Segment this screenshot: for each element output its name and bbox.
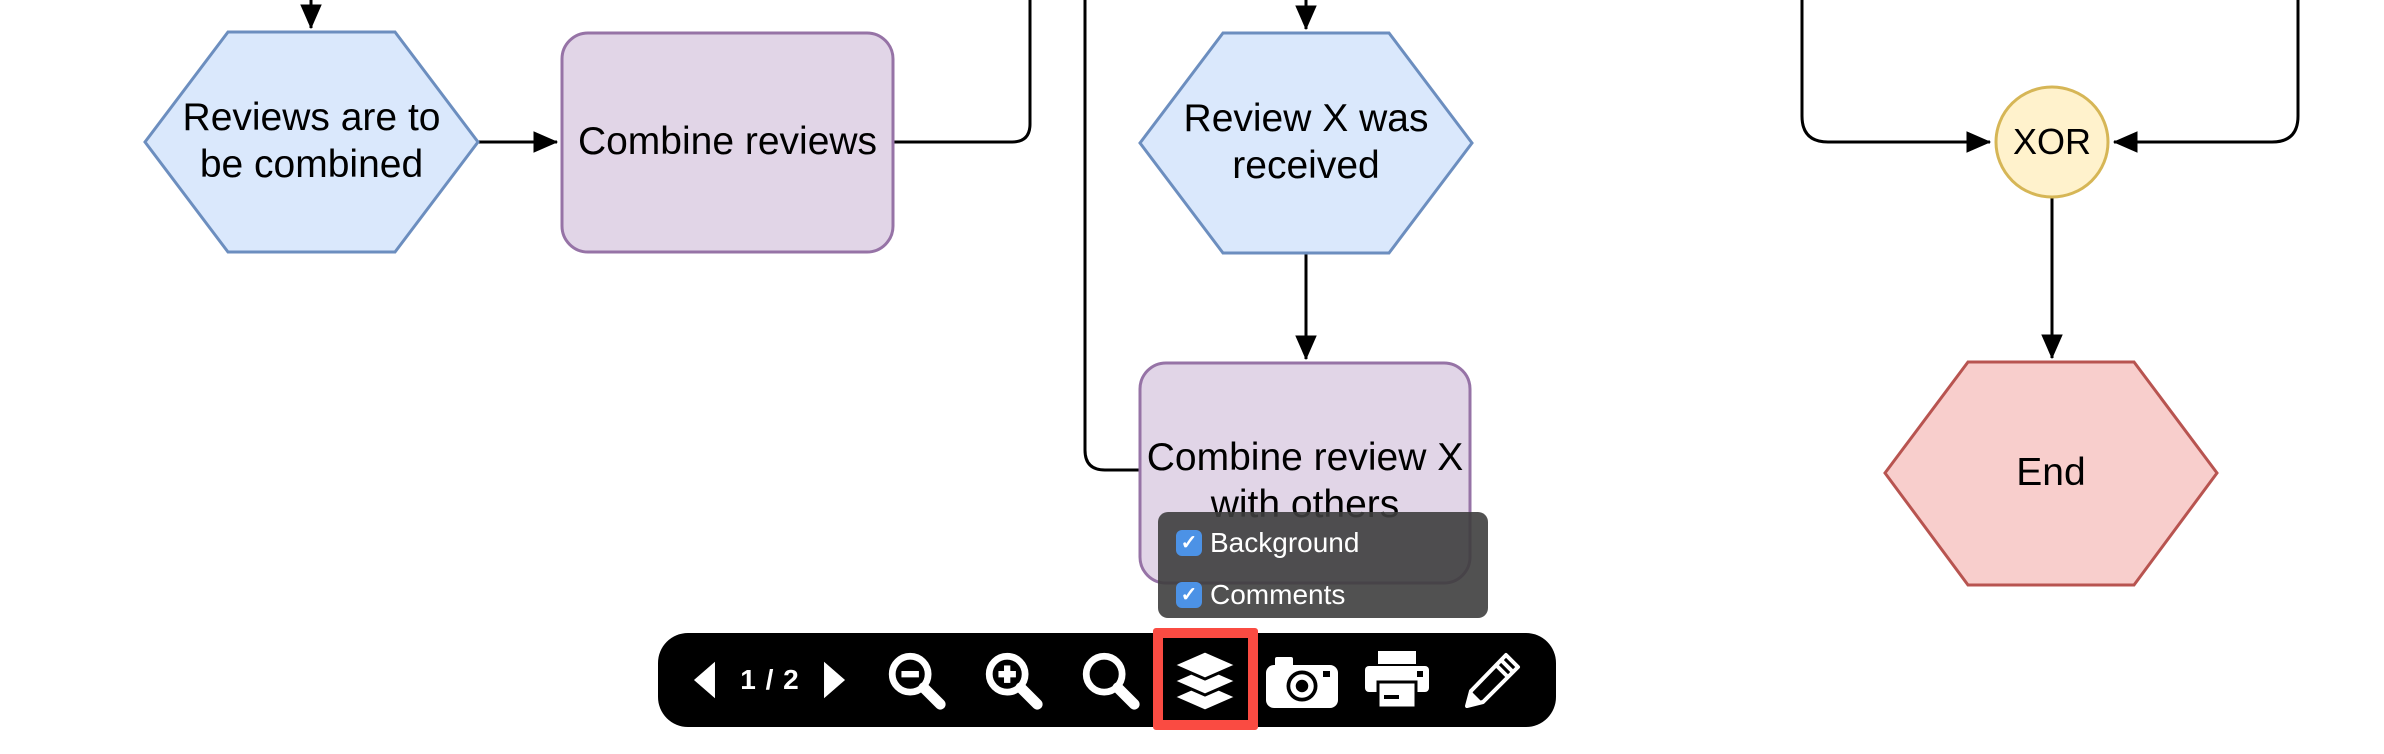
node-end <box>1883 360 2219 587</box>
zoom-in-button[interactable] <box>977 633 1049 727</box>
checkmark-icon: ✓ <box>1180 584 1198 606</box>
comments-layer-checkbox[interactable]: ✓ <box>1176 582 1202 608</box>
triangle-right-icon <box>824 661 846 699</box>
edge-left-into-xor <box>1800 0 1992 153</box>
previous-page-button[interactable] <box>682 633 726 727</box>
comments-layer-label: Comments <box>1210 579 1346 610</box>
layer-row-background: ✓ Background <box>1176 521 1488 565</box>
print-button[interactable] <box>1361 633 1433 727</box>
node-review-x-was-received <box>1138 31 1474 255</box>
edge-right-into-xor <box>2112 0 2300 153</box>
layers-icon <box>1171 649 1239 713</box>
background-layer-label: Background <box>1210 527 1360 558</box>
printer-icon <box>1365 651 1429 710</box>
background-layer-checkbox[interactable]: ✓ <box>1176 530 1202 556</box>
camera-icon <box>1266 657 1338 708</box>
magnifier-plus-icon <box>985 652 1043 710</box>
layers-button[interactable] <box>1169 633 1241 727</box>
triangle-left-icon <box>693 661 715 699</box>
edit-button[interactable] <box>1457 633 1529 727</box>
layer-row-comments: ✓ Comments <box>1176 573 1488 617</box>
page-indicator: 1 / 2 <box>740 664 800 695</box>
node-combine-reviews <box>560 31 895 254</box>
pencil-icon <box>1465 653 1520 708</box>
checkmark-icon: ✓ <box>1180 532 1198 554</box>
node-reviews-to-be-combined <box>143 30 480 254</box>
next-page-button[interactable] <box>813 633 857 727</box>
layers-panel: ✓ Background ✓ Comments <box>1158 512 1488 618</box>
snapshot-button[interactable] <box>1263 633 1341 727</box>
edge-combine-reviews-offscreen-top <box>893 0 1032 144</box>
edge-offscreen-into-combine-review-x <box>1083 0 1139 472</box>
zoom-out-button[interactable] <box>880 633 952 727</box>
node-xor <box>1994 85 2110 199</box>
viewer-toolbar: 1 / 2 <box>658 633 1556 727</box>
magnifier-minus-icon <box>888 652 946 710</box>
reset-zoom-button[interactable] <box>1074 633 1146 727</box>
magnifier-icon <box>1082 652 1140 710</box>
